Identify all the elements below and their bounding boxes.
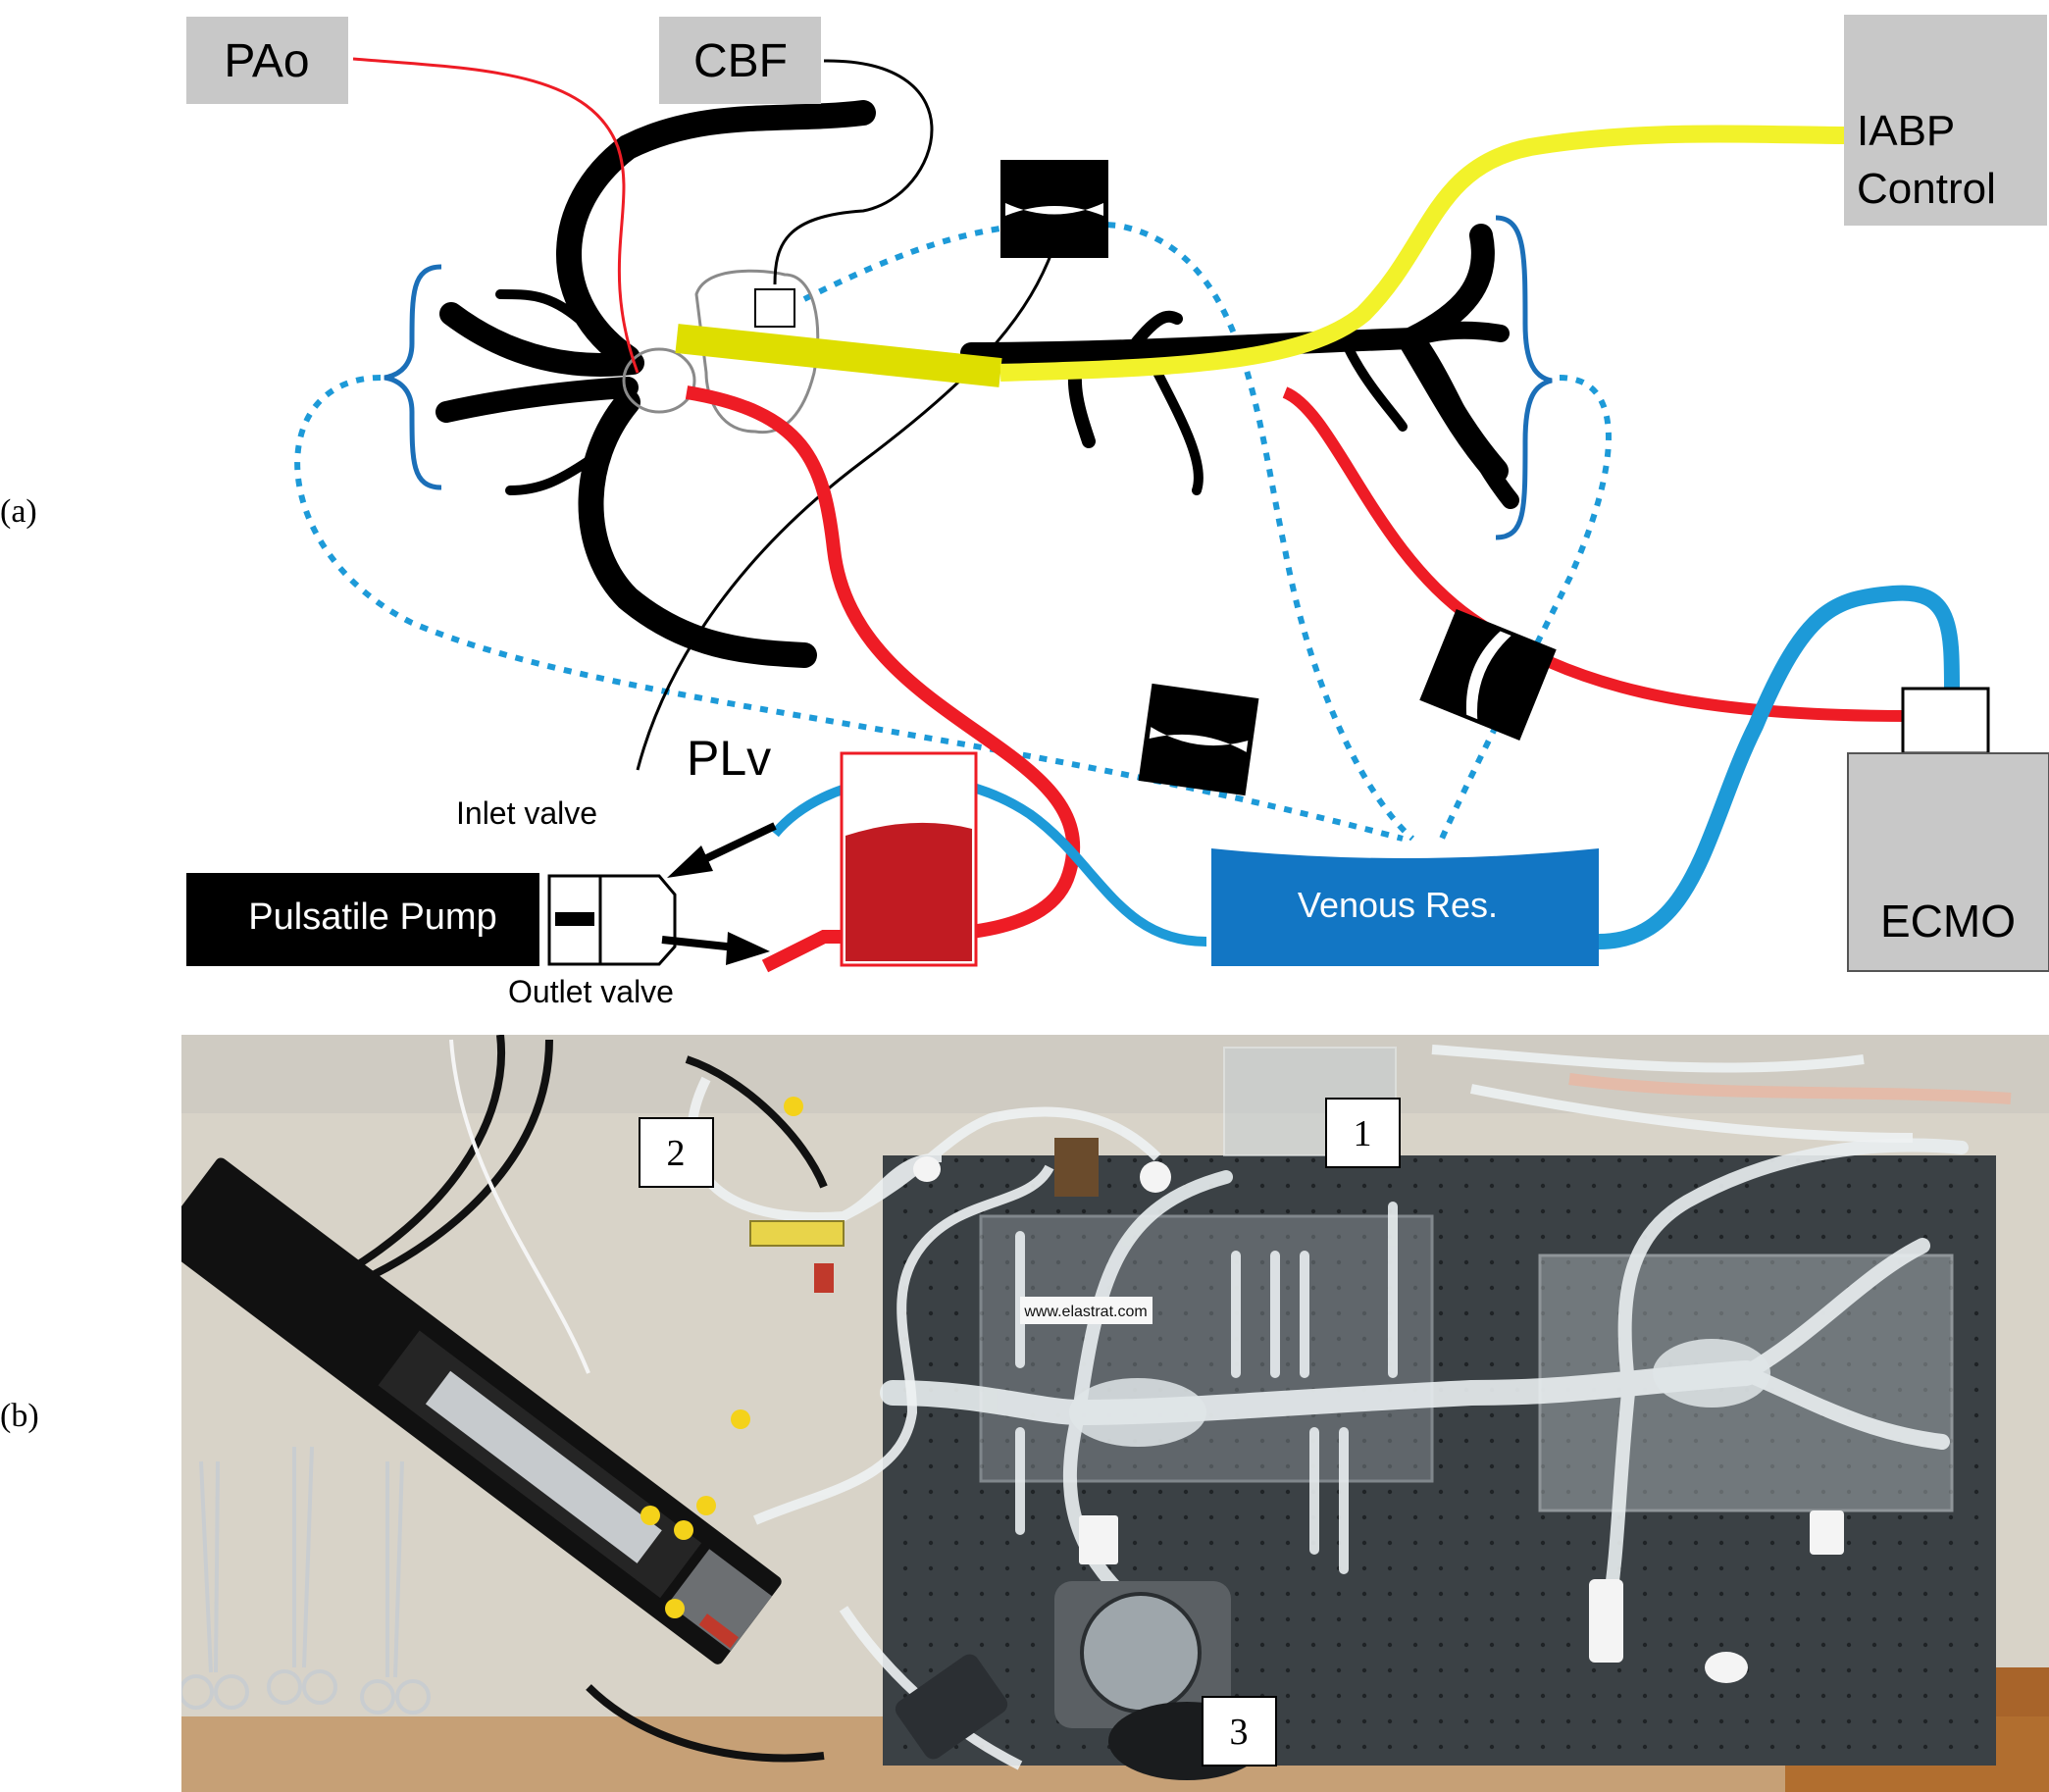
bracket-right [1495, 215, 1553, 540]
flow-probe-body [895, 1654, 1008, 1760]
marker-2-label: 2 [667, 1133, 686, 1174]
iabp-balloon-segment [675, 324, 1002, 387]
resistance-clamp-mid [1138, 683, 1259, 796]
venous-reservoir-label: Venous Res. [1298, 885, 1498, 925]
pao-box [186, 17, 348, 104]
marker-2: 2 [639, 1117, 714, 1188]
blue-tube-left [771, 773, 1207, 947]
marker-3-label: 3 [1230, 1712, 1249, 1753]
schematic-diagram: PAo CBF IABP Control ECMO Venous Res. Pu… [186, 15, 2049, 1009]
model-outline-shape [694, 269, 820, 435]
outlet-arrow-head [726, 932, 770, 965]
gauge-dial [1080, 1592, 1202, 1714]
dotted-line-top [802, 220, 1414, 842]
yellow-stopcocks [640, 1097, 803, 1618]
dotted-line-right [1439, 375, 1612, 841]
dotted-line-left [294, 375, 1404, 842]
vessel-up-a [1122, 310, 1183, 359]
venous-reservoir-box [1211, 848, 1599, 966]
vessel-drop-c [1339, 333, 1408, 432]
vessel-left-mid [435, 377, 639, 423]
model-ring [622, 347, 696, 414]
red-tube-right [1282, 386, 1914, 722]
vessel-network [435, 100, 1519, 668]
elastrat-sign-text: www.elastrat.com [1023, 1304, 1147, 1320]
pao-wire [352, 57, 640, 374]
model-hub-right [1653, 1339, 1770, 1408]
brackets [384, 215, 1553, 540]
inlet-valve-label: Inlet valve [456, 795, 597, 831]
model-outline [622, 269, 820, 435]
vessel-right-lower-b [1413, 339, 1519, 509]
pump-valve-block [547, 874, 677, 966]
iabp-box [1844, 15, 2047, 226]
iabp-label-line1: IABP [1857, 107, 1955, 155]
vessel-main-trunk [960, 328, 1423, 364]
panel-label-a: (a) [0, 493, 37, 530]
plv-label: PLv [687, 731, 771, 786]
vessel-branch-a [495, 289, 584, 324]
panel-label-b: (b) [0, 1398, 39, 1434]
pulsatile-pump-body [186, 873, 539, 966]
syringe-pump-label-tag [698, 1613, 739, 1649]
red-valve [814, 1263, 834, 1293]
flow-probe [895, 1654, 1008, 1760]
cbf-wire [773, 59, 934, 285]
inlet-arrow-shaft [694, 822, 777, 867]
ecmo-label: ECMO [1880, 896, 2016, 947]
gauge-device [1054, 1581, 1265, 1780]
pink-tube [1568, 1073, 2012, 1104]
cbf-label: CBF [693, 35, 788, 87]
white-fittings [913, 1156, 1844, 1683]
vessel-branch-b [505, 456, 593, 495]
red-tube-left [685, 385, 1081, 973]
setup-photo: www.elastrat.com 1 2 3 [181, 1035, 2049, 1792]
elastrat-sign [1020, 1297, 1153, 1324]
vessel-right-mid [1404, 321, 1510, 347]
cbf-box [659, 17, 821, 104]
pao-label: PAo [224, 35, 309, 87]
syringe-pump [181, 1157, 782, 1664]
flow-meter-inline [749, 1220, 845, 1247]
cbf-sensor-box [754, 288, 795, 328]
plv-wire [636, 244, 1056, 771]
pump-valve-housing [598, 874, 677, 966]
surgical-clamps [181, 1446, 431, 1715]
syringe-barrel [425, 1370, 662, 1563]
flow-arrows [661, 822, 777, 965]
marker-1: 1 [1325, 1098, 1401, 1168]
iabp-catheter [999, 125, 1845, 382]
resistance-clamp-top [1000, 160, 1108, 258]
bracket-left [384, 264, 442, 490]
ecmo-box [1847, 752, 2049, 972]
outlet-arrow-shaft [661, 936, 737, 951]
model-hub-left [1069, 1378, 1206, 1447]
inlet-arrow-head [667, 845, 713, 878]
blue-tube-right [1598, 585, 1960, 949]
pulsatile-pump-label: Pulsatile Pump [248, 896, 496, 938]
acrylic-box-left [979, 1214, 1434, 1483]
ecmo-oxygenator-head [1901, 687, 1990, 755]
brown-cylinder [1054, 1138, 1099, 1197]
outlet-valve-label: Outlet valve [508, 974, 674, 1009]
vessel-lower-arch [578, 389, 817, 668]
vessel-top-arch [556, 100, 876, 371]
white-cable [449, 1039, 590, 1374]
dotted-return-lines [294, 220, 1612, 842]
syringe-pump-head [668, 1549, 773, 1652]
marker-3: 3 [1202, 1696, 1277, 1766]
iabp-label-line2: Control [1857, 165, 1996, 213]
resistance-clamp-right [1419, 609, 1557, 741]
marker-1-label: 1 [1354, 1113, 1372, 1154]
blood-reservoir-fill [845, 822, 972, 961]
vessel-left-upper [439, 302, 644, 377]
